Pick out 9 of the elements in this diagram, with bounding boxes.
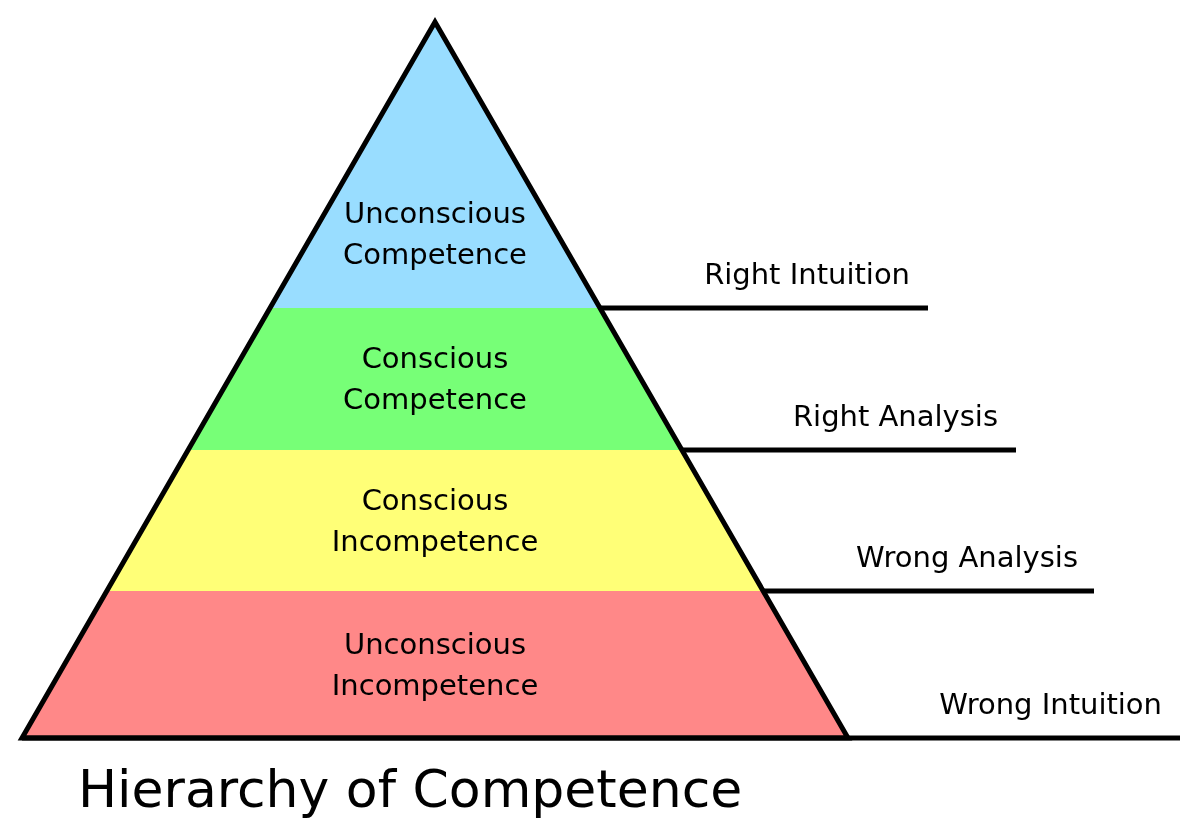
diagram-title: Hierarchy of Competence [78, 758, 743, 821]
level-label: Wrong Intuition [939, 686, 1162, 722]
level-label: Right Analysis [792, 398, 998, 434]
band-label: Conscious Incompetence [330, 481, 540, 560]
band-label: Conscious Competence [342, 340, 528, 418]
band-label: Unconscious Incompetence [330, 625, 540, 704]
level-label: Right Intuition [704, 256, 910, 292]
level-label: Wrong Analysis [856, 539, 1078, 575]
band-label: Unconscious Competence [342, 194, 528, 273]
